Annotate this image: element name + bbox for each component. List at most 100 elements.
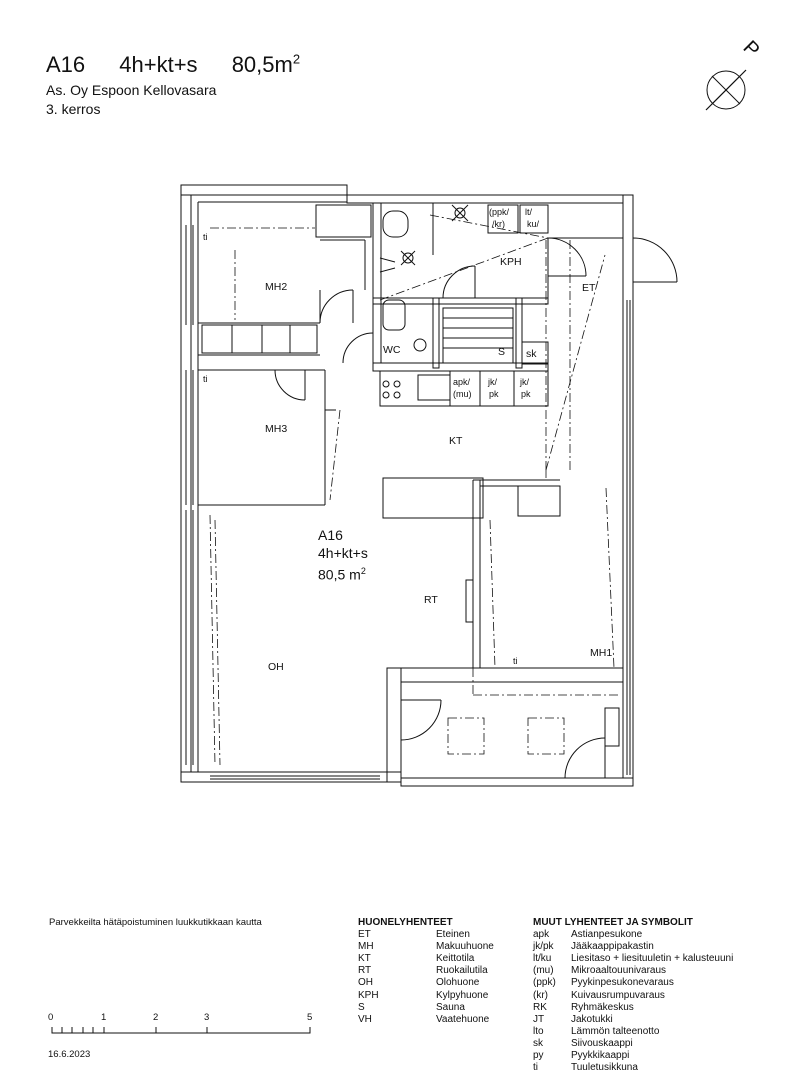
room-kph: KPH	[500, 256, 522, 268]
label-pk-2: pk	[521, 389, 531, 399]
room-oh: OH	[268, 661, 284, 673]
other-abbr-abbr: lt/ku	[533, 953, 552, 965]
vent-window-mh1: ti	[513, 656, 518, 666]
room-abbr-row: MH Makuuhuone	[358, 941, 494, 953]
center-area: 80,5 m2	[318, 566, 366, 583]
other-abbr-abbr: (kr)	[533, 989, 548, 1001]
building-name: As. Oy Espoon Kellovasara	[46, 82, 217, 98]
center-type: 4h+kt+s	[318, 545, 368, 561]
other-abbr-row: (mu) Mikroaaltouunivaraus	[533, 965, 733, 977]
other-abbr-row: apk Astianpesukone	[533, 929, 733, 941]
room-abbr-name: Vaatehuone	[436, 1013, 490, 1025]
other-abbr-abbr: py	[533, 1050, 544, 1062]
other-abbr-name: Jääkaappipakastin	[571, 941, 654, 953]
vent-window-mh3: ti	[203, 374, 208, 384]
room-abbr-name: Makuuhuone	[436, 941, 494, 953]
room-abbr-abbr: RT	[358, 965, 372, 977]
room-abbr-abbr: OH	[358, 977, 373, 989]
other-abbr-abbr: sk	[533, 1037, 543, 1049]
other-abbr-abbr: RK	[533, 1001, 547, 1013]
label-jk-1: jk/	[488, 377, 497, 387]
scale-tick-3: 3	[204, 1012, 210, 1023]
room-abbr-name: Eteinen	[436, 929, 470, 941]
label-jk-2: jk/	[520, 377, 529, 387]
room-abbr-abbr: KPH	[358, 989, 379, 1001]
label-ppk: (ppk/	[489, 207, 510, 217]
other-abbr-name: Lämmön talteenotto	[571, 1025, 660, 1037]
room-kt: KT	[449, 435, 463, 447]
room-abbr-name: Olohuone	[436, 977, 480, 989]
other-abbr-row: py Pyykkikaappi	[533, 1050, 733, 1062]
room-abbr-row: VH Vaatehuone	[358, 1014, 494, 1026]
evacuation-note: Parvekkeilta hätäpoistuminen luukkutikka…	[49, 917, 262, 928]
room-mh3: MH3	[265, 423, 288, 435]
other-abbr-row: sk Siivouskaappi	[533, 1038, 733, 1050]
apartment-title: A16 4h+kt+s 80,5m2	[46, 52, 328, 78]
other-abbr-row: (kr) Kuivausrumpuvaraus	[533, 990, 733, 1002]
room-sk: sk	[526, 348, 537, 360]
room-abbr-row: ET Eteinen	[358, 929, 494, 941]
label-ku: ku/	[527, 219, 540, 229]
room-abbr-row: RT Ruokailutila	[358, 965, 494, 977]
other-abbr-name: Pyykinpesukonevaraus	[571, 977, 674, 989]
room-mh1: MH1	[590, 647, 613, 659]
scale-tick-5: 5	[307, 1012, 313, 1023]
other-abbr-abbr: ti	[533, 1062, 538, 1074]
room-abbr-abbr: KT	[358, 953, 371, 965]
other-abbr-name: Kuivausrumpuvaraus	[571, 989, 665, 1001]
scale-tick-0: 0	[48, 1012, 54, 1023]
label-mu: (mu)	[453, 389, 472, 399]
other-abbr-abbr: lto	[533, 1025, 544, 1037]
room-abbr-abbr: ET	[358, 929, 371, 941]
apartment-number: A16	[46, 52, 86, 78]
room-sauna: S	[498, 346, 506, 358]
scale-tick-1: 1	[101, 1012, 107, 1023]
other-abbr-name: Tuuletusikkuna	[571, 1062, 638, 1074]
other-abbr-abbr: apk	[533, 929, 550, 941]
other-abbr-row: (ppk) Pyykinpesukonevaraus	[533, 977, 733, 989]
other-abbr-name: Mikroaaltouunivaraus	[571, 965, 667, 977]
other-abbr-name: Astianpesukone	[571, 929, 643, 941]
other-abbr-row: ti Tuuletusikkuna	[533, 1062, 733, 1074]
room-rt: RT	[424, 594, 438, 606]
room-abbr-name: Ruokailutila	[436, 965, 488, 977]
floor-label: 3. kerros	[46, 101, 101, 117]
room-mh2: MH2	[265, 281, 288, 293]
apartment-type: 4h+kt+s	[119, 52, 198, 78]
label-apk: apk/	[453, 377, 471, 387]
room-abbr-name: Sauna	[436, 1001, 465, 1013]
room-et: ET	[582, 282, 596, 294]
room-wc: WC	[383, 344, 401, 356]
scale-bar	[51, 1027, 311, 1034]
other-abbr-row: lto Lämmön talteenotto	[533, 1026, 733, 1038]
label-kr: /kr)	[492, 219, 505, 229]
room-abbr-abbr: MH	[358, 941, 374, 953]
window	[185, 225, 194, 765]
other-abbr-name: Ryhmäkeskus	[571, 1001, 634, 1013]
room-abbr-title: HUONELYHENTEET	[358, 917, 453, 928]
room-abbr-name: Keittotila	[436, 953, 475, 965]
other-abbr-abbr: (ppk)	[533, 977, 556, 989]
room-abbr-row: KT Keittotila	[358, 953, 494, 965]
center-apartment: A16	[318, 527, 343, 543]
other-abbr-name: Pyykkikaappi	[571, 1050, 630, 1062]
room-abbr-name: Kylpyhuone	[436, 989, 489, 1001]
other-abbr-name: Siivouskaappi	[571, 1037, 633, 1049]
room-abbr-row: KPH Kylpyhuone	[358, 990, 494, 1002]
other-abbr-row: RK Ryhmäkeskus	[533, 1002, 733, 1014]
room-abbr-row: OH Olohuone	[358, 977, 494, 989]
other-abbr-name: Jakotukki	[571, 1013, 613, 1025]
label-lt: lt/	[525, 207, 533, 217]
other-abbr-abbr: (mu)	[533, 965, 554, 977]
scale-tick-2: 2	[153, 1012, 159, 1023]
plan-date: 16.6.2023	[48, 1049, 91, 1060]
apartment-area: 80,5m2	[231, 52, 301, 78]
room-abbr-abbr: VH	[358, 1013, 372, 1025]
